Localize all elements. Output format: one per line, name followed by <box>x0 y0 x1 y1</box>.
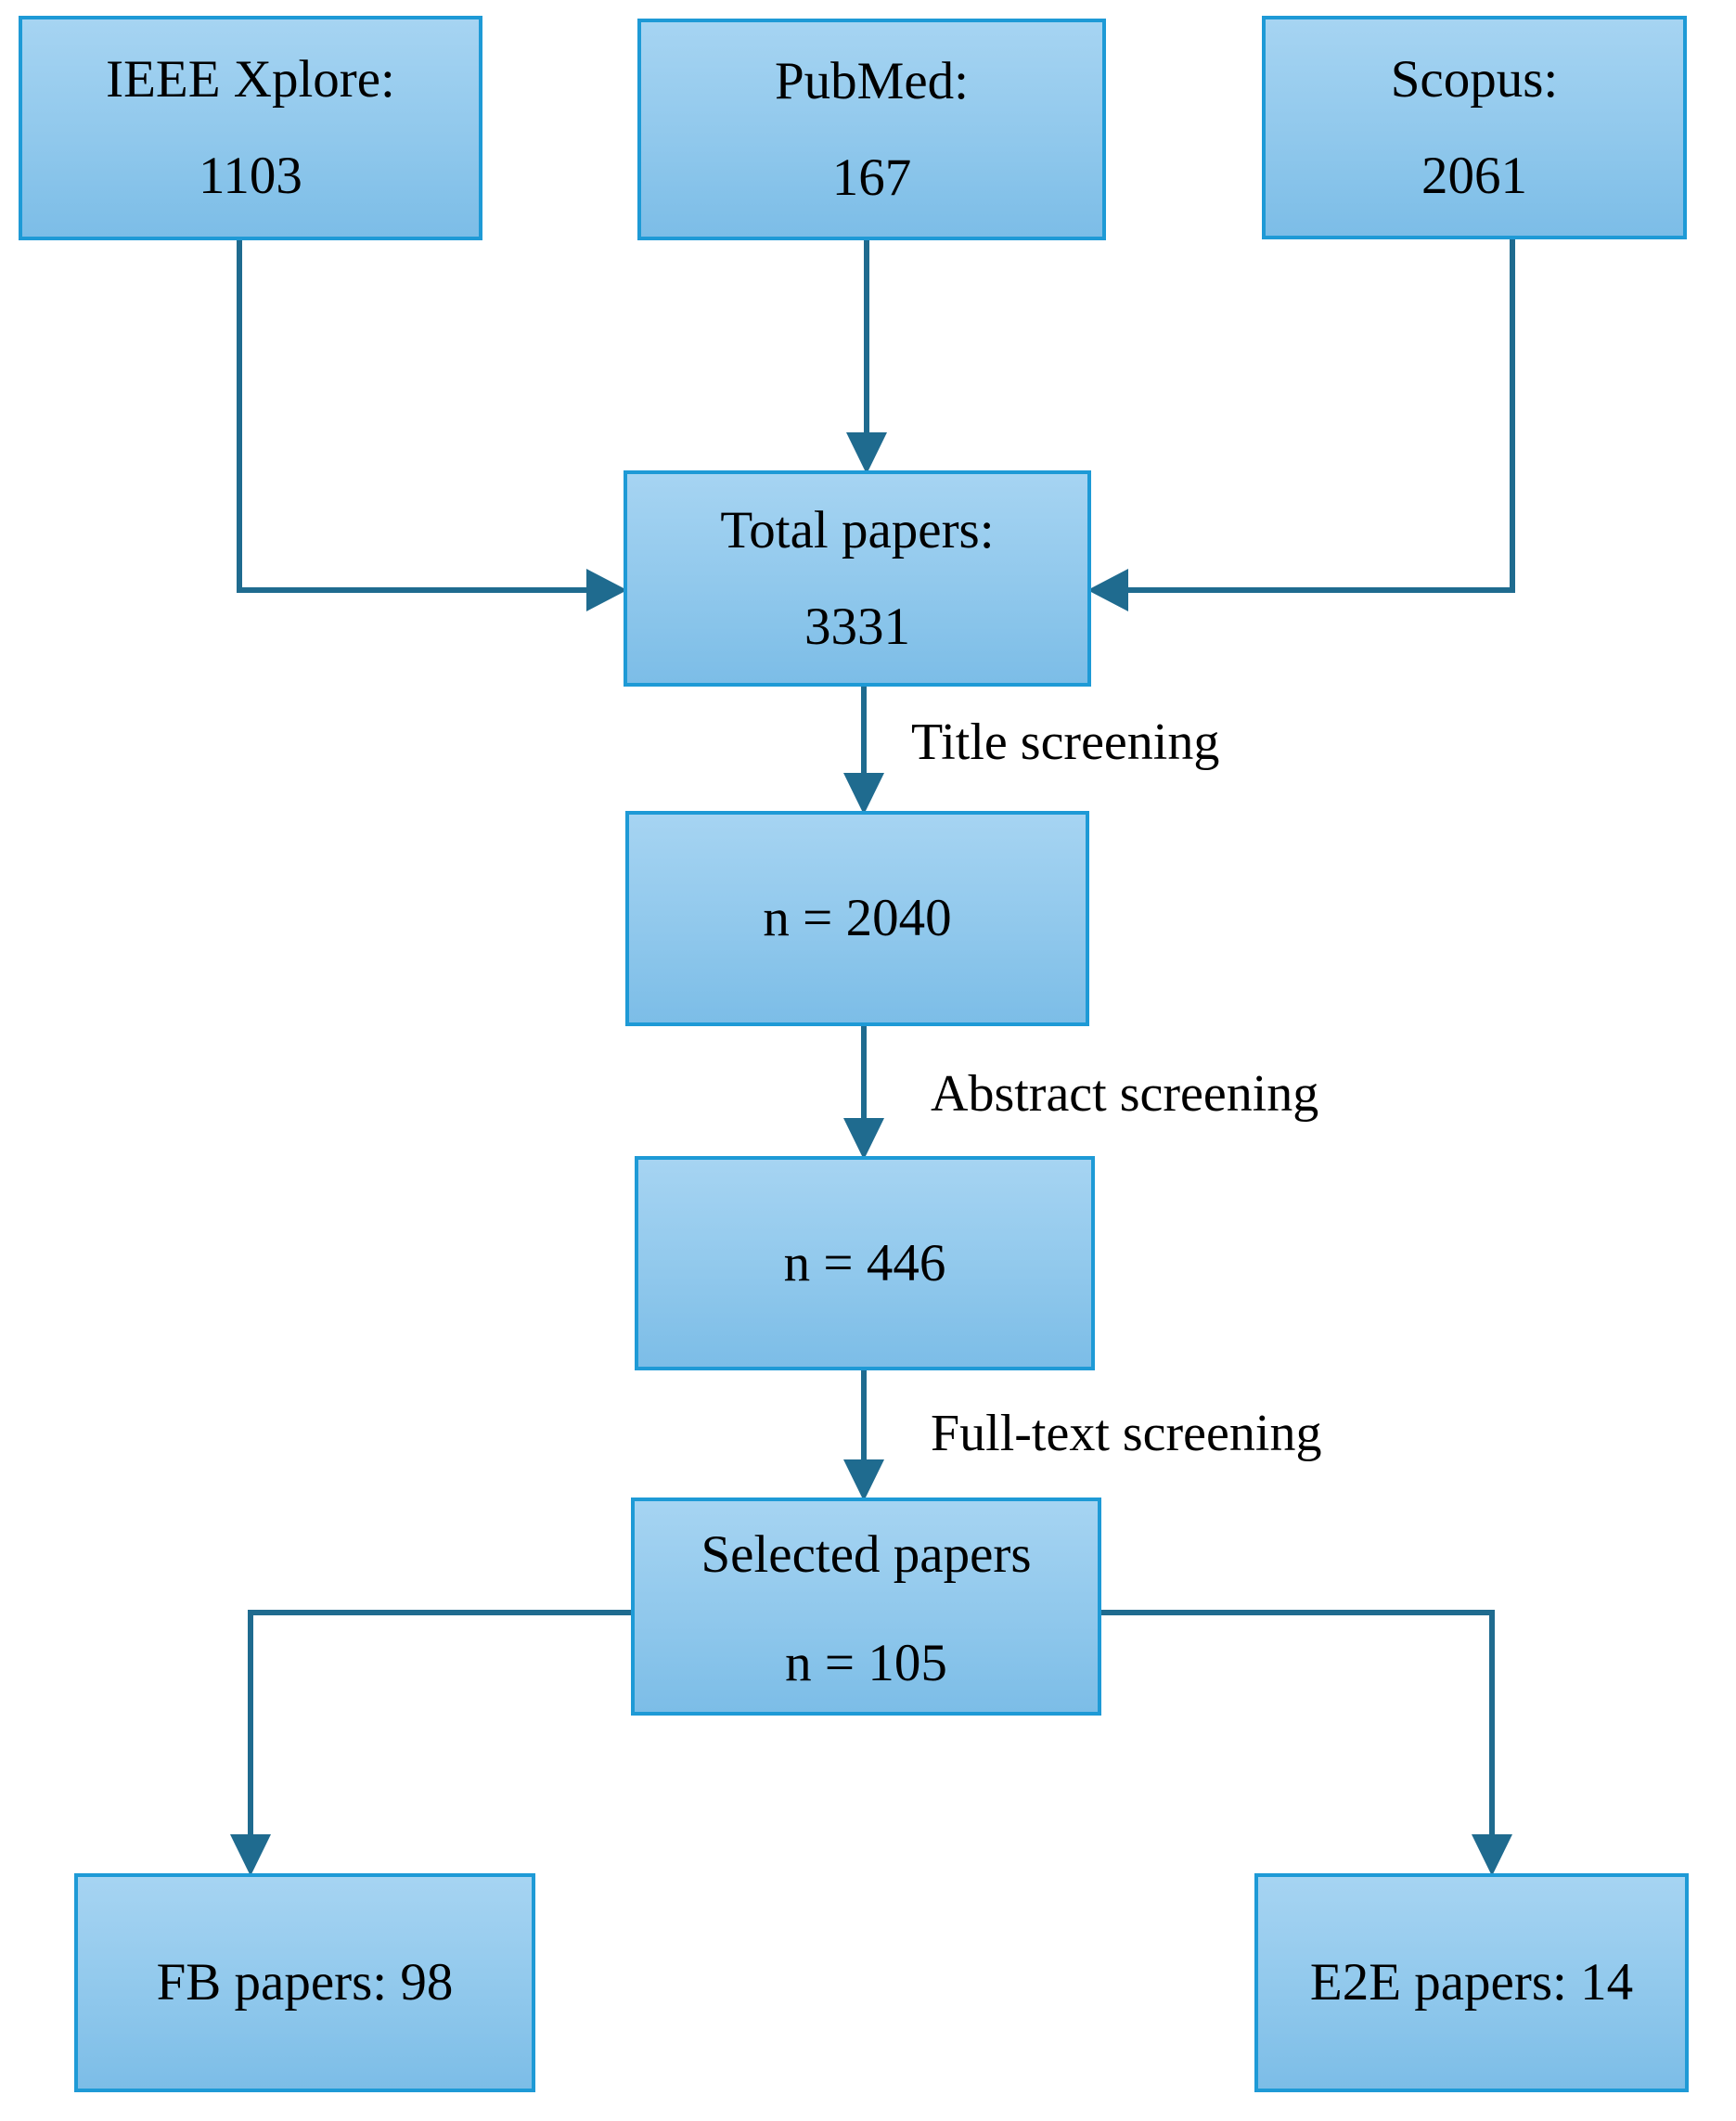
edge-label-title-screening: Title screening <box>911 713 1220 771</box>
box-ieee-label: IEEE Xplore: <box>106 50 395 109</box>
arrowhead-into-n446 <box>843 1118 884 1160</box>
box-total-papers: Total papers: 3331 <box>624 470 1091 687</box>
box-scopus-label: Scopus: <box>1390 49 1559 109</box>
arrowhead-into-n2040 <box>843 773 884 815</box>
box-title-screening-result: n = 2040 <box>625 811 1089 1026</box>
arrowhead-into-selected <box>843 1459 884 1501</box>
box-scopus-count: 2061 <box>1421 146 1527 205</box>
box-ieee-xplore: IEEE Xplore: 1103 <box>19 16 482 240</box>
box-pubmed: PubMed: 167 <box>637 19 1106 240</box>
arrow-scopus-to-total <box>1123 238 1515 593</box>
box-scopus: Scopus: 2061 <box>1262 16 1687 239</box>
box-pubmed-count: 167 <box>831 148 912 207</box>
box-total-label: Total papers: <box>720 500 995 559</box>
box-e2e-papers: E2E papers: 14 <box>1254 1873 1689 2092</box>
box-fb-label: FB papers: 98 <box>156 1953 454 2012</box>
arrowhead-into-fb <box>230 1834 271 1876</box>
arrowhead-into-total-right <box>1087 569 1128 611</box>
box-total-count: 3331 <box>804 597 910 656</box>
box-selected-label: Selected papers <box>701 1525 1032 1584</box>
arrowhead-into-e2e <box>1472 1834 1512 1876</box>
box-fb-papers: FB papers: 98 <box>74 1873 535 2092</box>
box-selected-papers: Selected papers n = 105 <box>631 1498 1101 1716</box>
box-n2040-count: n = 2040 <box>763 889 952 947</box>
arrow-ieee-to-total <box>237 239 594 593</box>
edge-label-fulltext-screening: Full-text screening <box>931 1405 1322 1462</box>
box-abstract-screening-result: n = 446 <box>635 1156 1095 1370</box>
box-selected-count: n = 105 <box>785 1634 947 1692</box>
box-ieee-count: 1103 <box>199 147 302 205</box>
box-n446-count: n = 446 <box>783 1233 946 1292</box>
box-e2e-label: E2E papers: 14 <box>1309 1953 1634 2012</box>
arrowhead-into-total-top <box>846 432 887 474</box>
box-pubmed-label: PubMed: <box>774 51 970 110</box>
edge-label-abstract-screening: Abstract screening <box>931 1065 1319 1123</box>
arrowhead-into-total-left <box>586 569 627 611</box>
